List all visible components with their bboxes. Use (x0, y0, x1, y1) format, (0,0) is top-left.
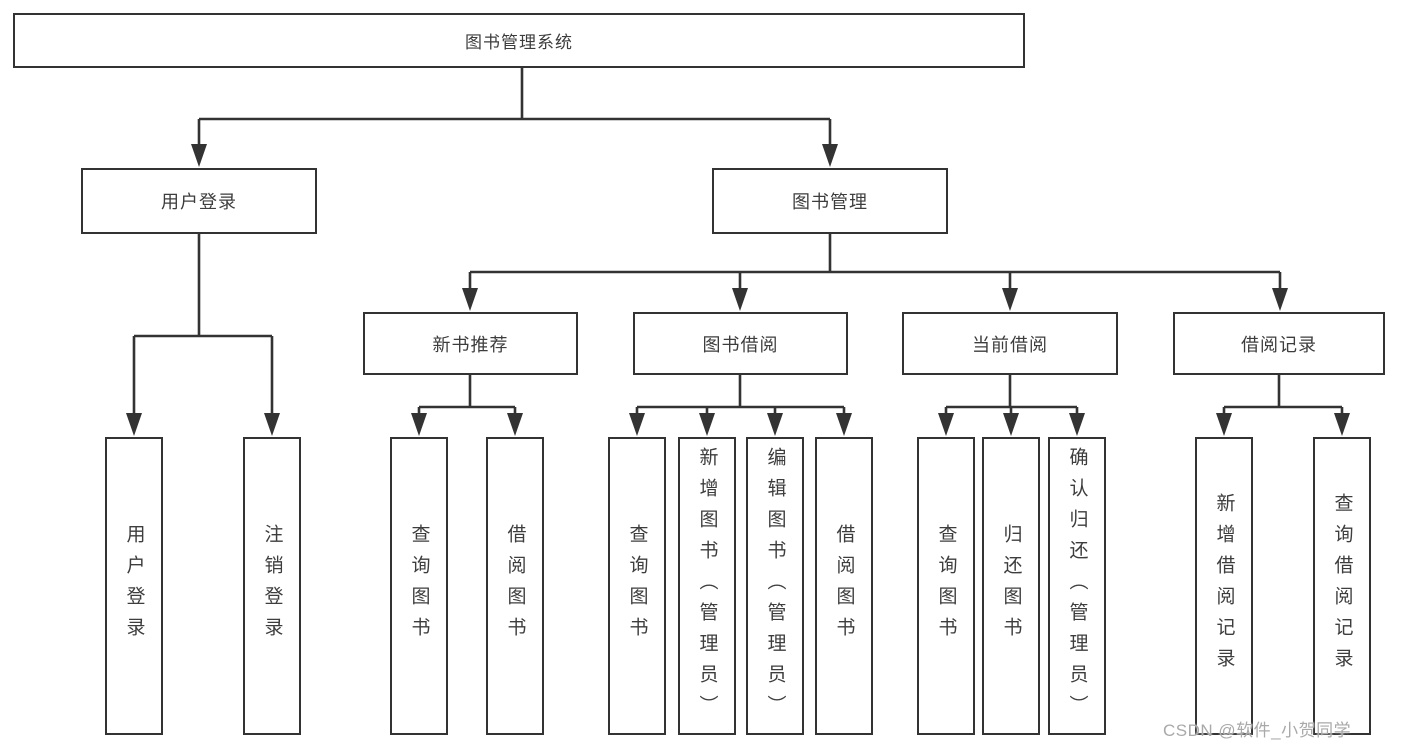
leaf-query-books-recommend: 查询图书 (390, 437, 448, 735)
leaf-query-books-recommend-label: 查询图书 (408, 524, 430, 648)
node-user-login: 用户登录 (81, 168, 317, 234)
leaf-edit-book-admin-label: 编辑图书（管理员） (764, 446, 786, 726)
leaf-query-books-current-label: 查询图书 (935, 524, 957, 648)
leaf-logout-label: 注销登录 (261, 524, 283, 648)
leaf-query-borrow-record: 查询借阅记录 (1313, 437, 1371, 735)
leaf-return-book: 归还图书 (982, 437, 1040, 735)
leaf-add-borrow-record: 新增借阅记录 (1195, 437, 1253, 735)
node-current-borrowing-label: 当前借阅 (972, 334, 1048, 355)
leaf-add-borrow-record-label: 新增借阅记录 (1213, 493, 1235, 679)
leaf-return-book-label: 归还图书 (1000, 524, 1022, 648)
node-new-book-recommend-label: 新书推荐 (432, 334, 509, 355)
leaf-query-books-current: 查询图书 (917, 437, 975, 735)
leaf-user-login: 用户登录 (105, 437, 163, 735)
node-book-management-label: 图书管理 (792, 192, 868, 212)
leaf-confirm-return-admin-label: 确认归还（管理员） (1066, 446, 1088, 726)
node-borrowing-records-label: 借阅记录 (1241, 334, 1317, 355)
leaf-confirm-return-admin: 确认归还（管理员） (1048, 437, 1106, 735)
csdn-watermark: CSDN @软件_小贺同学 (1163, 721, 1352, 740)
leaf-borrow-books-borrowing-label: 借阅图书 (833, 524, 855, 648)
leaf-borrow-books-borrowing: 借阅图书 (815, 437, 873, 735)
node-root-book-management-system: 图书管理系统 (13, 13, 1025, 68)
node-borrowing-records: 借阅记录 (1173, 312, 1385, 375)
leaf-edit-book-admin: 编辑图书（管理员） (746, 437, 804, 735)
leaf-logout: 注销登录 (243, 437, 301, 735)
leaf-query-borrow-record-label: 查询借阅记录 (1331, 493, 1353, 679)
leaf-query-books-borrowing: 查询图书 (608, 437, 666, 735)
node-new-book-recommend: 新书推荐 (363, 312, 578, 375)
leaf-borrow-books-recommend-label: 借阅图书 (504, 524, 526, 648)
node-book-management: 图书管理 (712, 168, 948, 234)
node-user-login-label: 用户登录 (161, 192, 237, 212)
node-root-label: 图书管理系统 (465, 33, 573, 52)
leaf-add-book-admin: 新增图书（管理员） (678, 437, 736, 735)
leaf-add-book-admin-label: 新增图书（管理员） (696, 446, 718, 726)
leaf-user-login-label: 用户登录 (123, 524, 145, 648)
node-book-borrowing: 图书借阅 (633, 312, 848, 375)
node-book-borrowing-label: 图书借阅 (702, 334, 779, 355)
leaf-query-books-borrowing-label: 查询图书 (626, 524, 648, 648)
leaf-borrow-books-recommend: 借阅图书 (486, 437, 544, 735)
node-current-borrowing: 当前借阅 (902, 312, 1118, 375)
